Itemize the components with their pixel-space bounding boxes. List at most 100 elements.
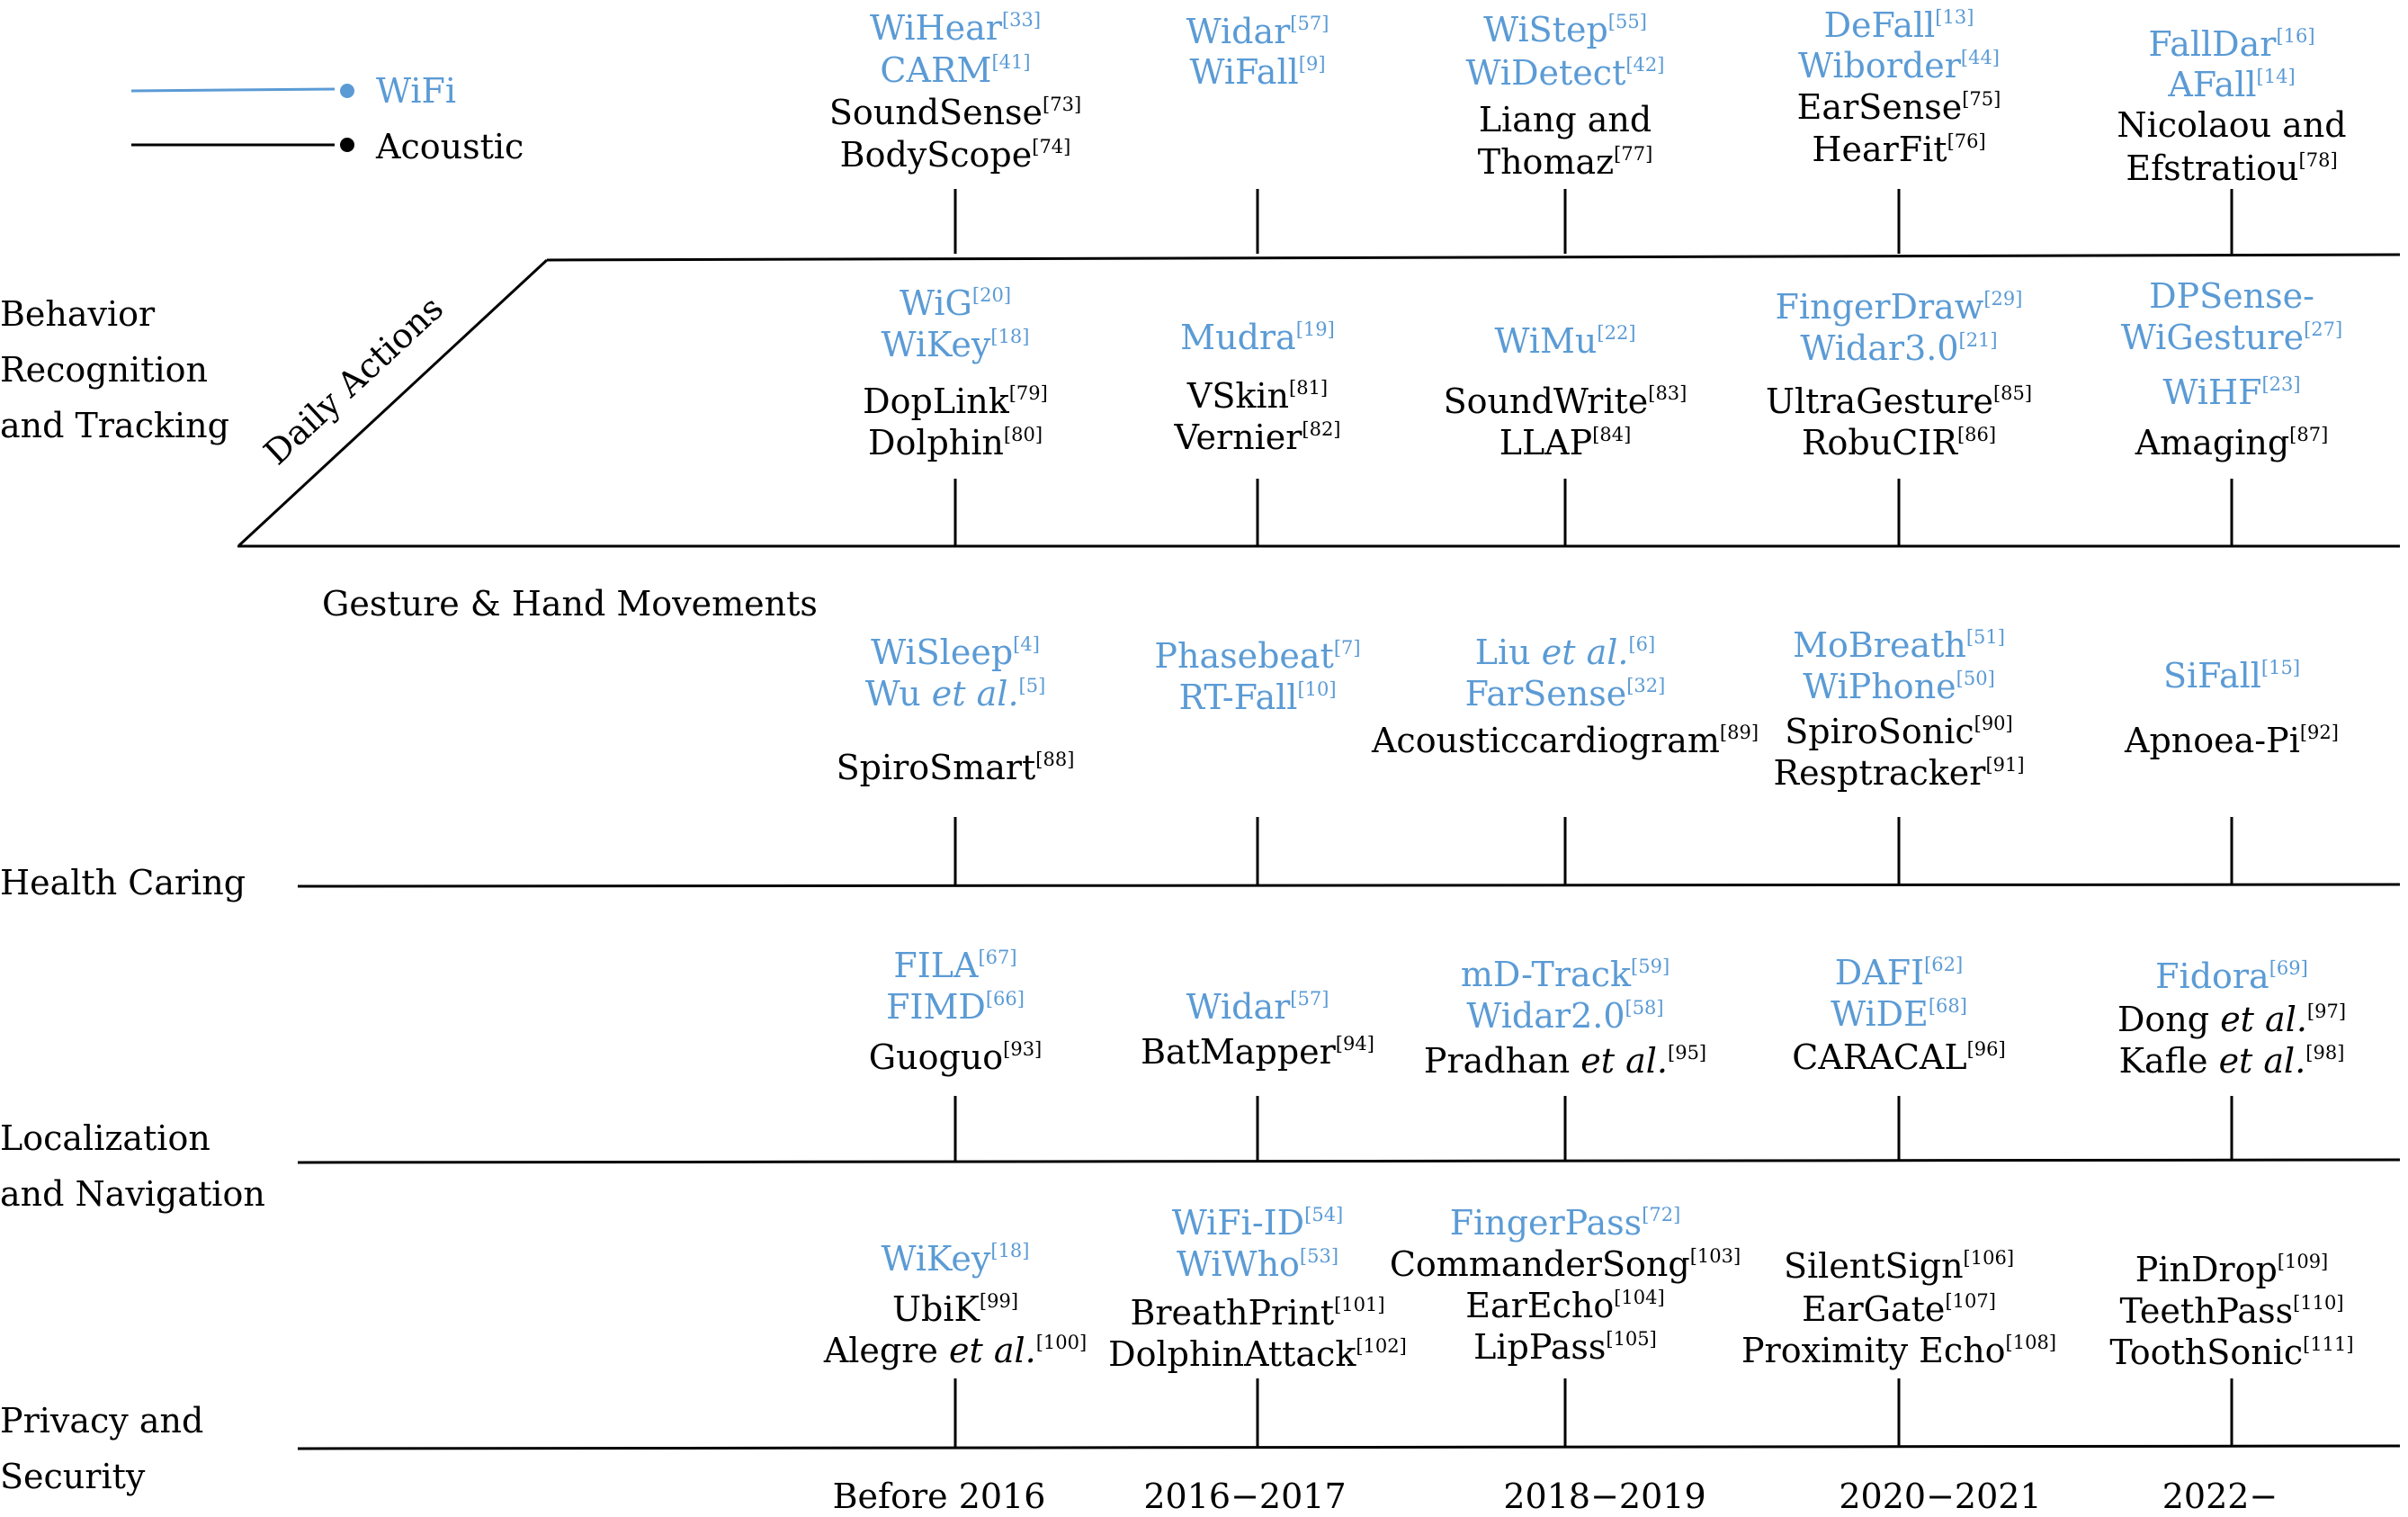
entry-name: PinDrop xyxy=(2135,1250,2278,1289)
entry-name: Wu xyxy=(864,674,932,714)
entry-name: WiStep xyxy=(1483,10,1608,49)
entry-reference: [102] xyxy=(1356,1335,1407,1357)
entry-name: WiMu xyxy=(1494,321,1598,361)
entry-name: LLAP xyxy=(1499,423,1593,462)
entry-reference: [9] xyxy=(1298,53,1326,75)
entry-acoustic: VSkin[81] xyxy=(1187,375,1328,422)
entry-reference: [6] xyxy=(1628,633,1656,655)
entry-reference: [72] xyxy=(1642,1204,1681,1225)
entry-acoustic: CARACAL[96] xyxy=(1792,1037,2005,1083)
entry-acoustic: LLAP[84] xyxy=(1499,422,1632,469)
localization-baseline xyxy=(297,1158,2401,1164)
entry-wifi: AFall[14] xyxy=(2168,64,2295,111)
entry-name: MoBreath xyxy=(1793,625,1966,665)
entry-name: Thomaz xyxy=(1477,142,1615,182)
entry-wifi: Mudra[19] xyxy=(1180,317,1335,364)
entry-name: SilentSign xyxy=(1783,1246,1964,1286)
entry-name: Fidora xyxy=(2155,956,2269,996)
entry-wifi: Widar3.0[21] xyxy=(1800,328,1997,374)
entry-et-al: et al. xyxy=(948,1331,1036,1370)
entry-reference: [85] xyxy=(1992,382,2033,404)
entry-acoustic: Thomaz[77] xyxy=(1478,141,1653,188)
entry-name: AFall xyxy=(2168,65,2257,104)
entry-acoustic: RobuCIR[86] xyxy=(1802,422,1996,469)
entry-reference: [57] xyxy=(1290,988,1329,1010)
entry-acoustic: SpiroSonic[90] xyxy=(1785,711,2012,758)
entry-reference: [5] xyxy=(1018,675,1046,696)
entry-reference: [14] xyxy=(2256,66,2296,87)
entry-wifi: WiStep[55] xyxy=(1483,9,1647,56)
entry-name: FingerPass xyxy=(1449,1203,1643,1243)
entry-reference: [83] xyxy=(1648,382,1687,404)
entry-acoustic: Amaging[87] xyxy=(2135,422,2329,469)
entry-reference: [73] xyxy=(1043,94,1082,115)
entry-reference: [76] xyxy=(1947,130,1986,152)
entry-name: FallDar xyxy=(2148,24,2277,64)
category-behavior: Behavior Recognition and Tracking xyxy=(0,286,229,453)
entry-name: Vernier xyxy=(1174,417,1302,457)
entry-reference: [4] xyxy=(1013,633,1040,655)
entry-reference: [96] xyxy=(1966,1038,2006,1060)
entry-acoustic: BodyScope[74] xyxy=(840,134,1071,181)
entry-reference: [53] xyxy=(1299,1245,1339,1267)
entry-reference: [109] xyxy=(2277,1251,2329,1272)
legend-acoustic-label: Acoustic xyxy=(376,127,524,166)
entry-acoustic: Pradhan et al.[95] xyxy=(1424,1040,1706,1087)
entry-reference: [32] xyxy=(1626,675,1666,696)
entry-wifi: WiHear[33] xyxy=(870,7,1041,54)
entry-wifi: FallDar[16] xyxy=(2148,23,2314,70)
entry-reference: [98] xyxy=(2305,1042,2345,1064)
entry-name: Pradhan xyxy=(1423,1041,1581,1081)
entry-name: Dolphin xyxy=(867,423,1004,462)
entry-acoustic: HearFit[76] xyxy=(1812,129,1985,175)
entry-reference: [21] xyxy=(1958,329,1998,351)
entry-et-al: et al. xyxy=(2218,1041,2306,1081)
entry-reference: [68] xyxy=(1928,995,1967,1017)
entry-wifi: CARM[41] xyxy=(880,49,1030,96)
entry-wifi: Widar[57] xyxy=(1186,11,1329,58)
entry-wifi: WiKey[18] xyxy=(882,324,1030,371)
entry-name: DeFall xyxy=(1823,5,1936,45)
category-behavior-line-3: and Tracking xyxy=(0,406,229,445)
entry-acoustic: LipPass[105] xyxy=(1473,1326,1657,1373)
entry-name: BreathPrint xyxy=(1130,1293,1335,1333)
entry-wifi: Wu et al.[5] xyxy=(865,673,1046,720)
entry-reference: [33] xyxy=(1001,9,1042,31)
entry-acoustic: Resptracker[91] xyxy=(1773,752,2024,799)
category-health-line-1: Health Caring xyxy=(0,863,246,902)
entry-name: WiKey xyxy=(881,1239,991,1279)
entry-reference: [104] xyxy=(1614,1287,1665,1308)
entry-wifi: WiGesture[27] xyxy=(2121,317,2342,364)
entry-reference: [97] xyxy=(2306,1001,2347,1022)
entry-acoustic: Efstratiou[78] xyxy=(2126,148,2337,194)
entry-reference: [62] xyxy=(1924,954,1964,975)
entry-reference: [92] xyxy=(2299,722,2339,743)
entry-wifi: WiSleep[4] xyxy=(871,632,1040,678)
entry-name: SiFall xyxy=(2162,656,2261,696)
entry-reference: [103] xyxy=(1689,1245,1741,1267)
legend-wifi-dot xyxy=(340,84,354,98)
entry-acoustic: SoundWrite[83] xyxy=(1444,381,1687,427)
entry-name: CARM xyxy=(880,50,992,90)
entry-acoustic: DolphinAttack[102] xyxy=(1108,1333,1407,1380)
entry-reference: [94] xyxy=(1335,1033,1374,1055)
entry-name: CommanderSong xyxy=(1389,1244,1690,1284)
daily-actions-baseline xyxy=(546,253,2401,262)
period-label-2: 2018−2019 xyxy=(1503,1477,1706,1516)
entry-reference: [66] xyxy=(985,988,1025,1010)
entry-name: EarSense xyxy=(1796,87,1963,127)
entry-acoustic: SoundSense[73] xyxy=(829,92,1081,139)
entry-reference: [23] xyxy=(2261,373,2301,395)
entry-acoustic: Dong et al.[97] xyxy=(2117,999,2346,1046)
category-privacy: Privacy and Security xyxy=(0,1393,203,1504)
entry-wifi: mD-Track[59] xyxy=(1461,954,1669,1001)
privacy-baseline xyxy=(297,1444,2401,1450)
entry-reference: [101] xyxy=(1334,1294,1385,1315)
entry-name: WiFall xyxy=(1189,52,1299,92)
entry-name: SpiroSmart xyxy=(836,748,1036,787)
entry-name: FILA xyxy=(893,946,979,985)
entry-reference: [87] xyxy=(2289,424,2329,445)
entry-wifi: Widar[57] xyxy=(1186,986,1329,1033)
period-label-4: 2022− xyxy=(2162,1477,2278,1516)
